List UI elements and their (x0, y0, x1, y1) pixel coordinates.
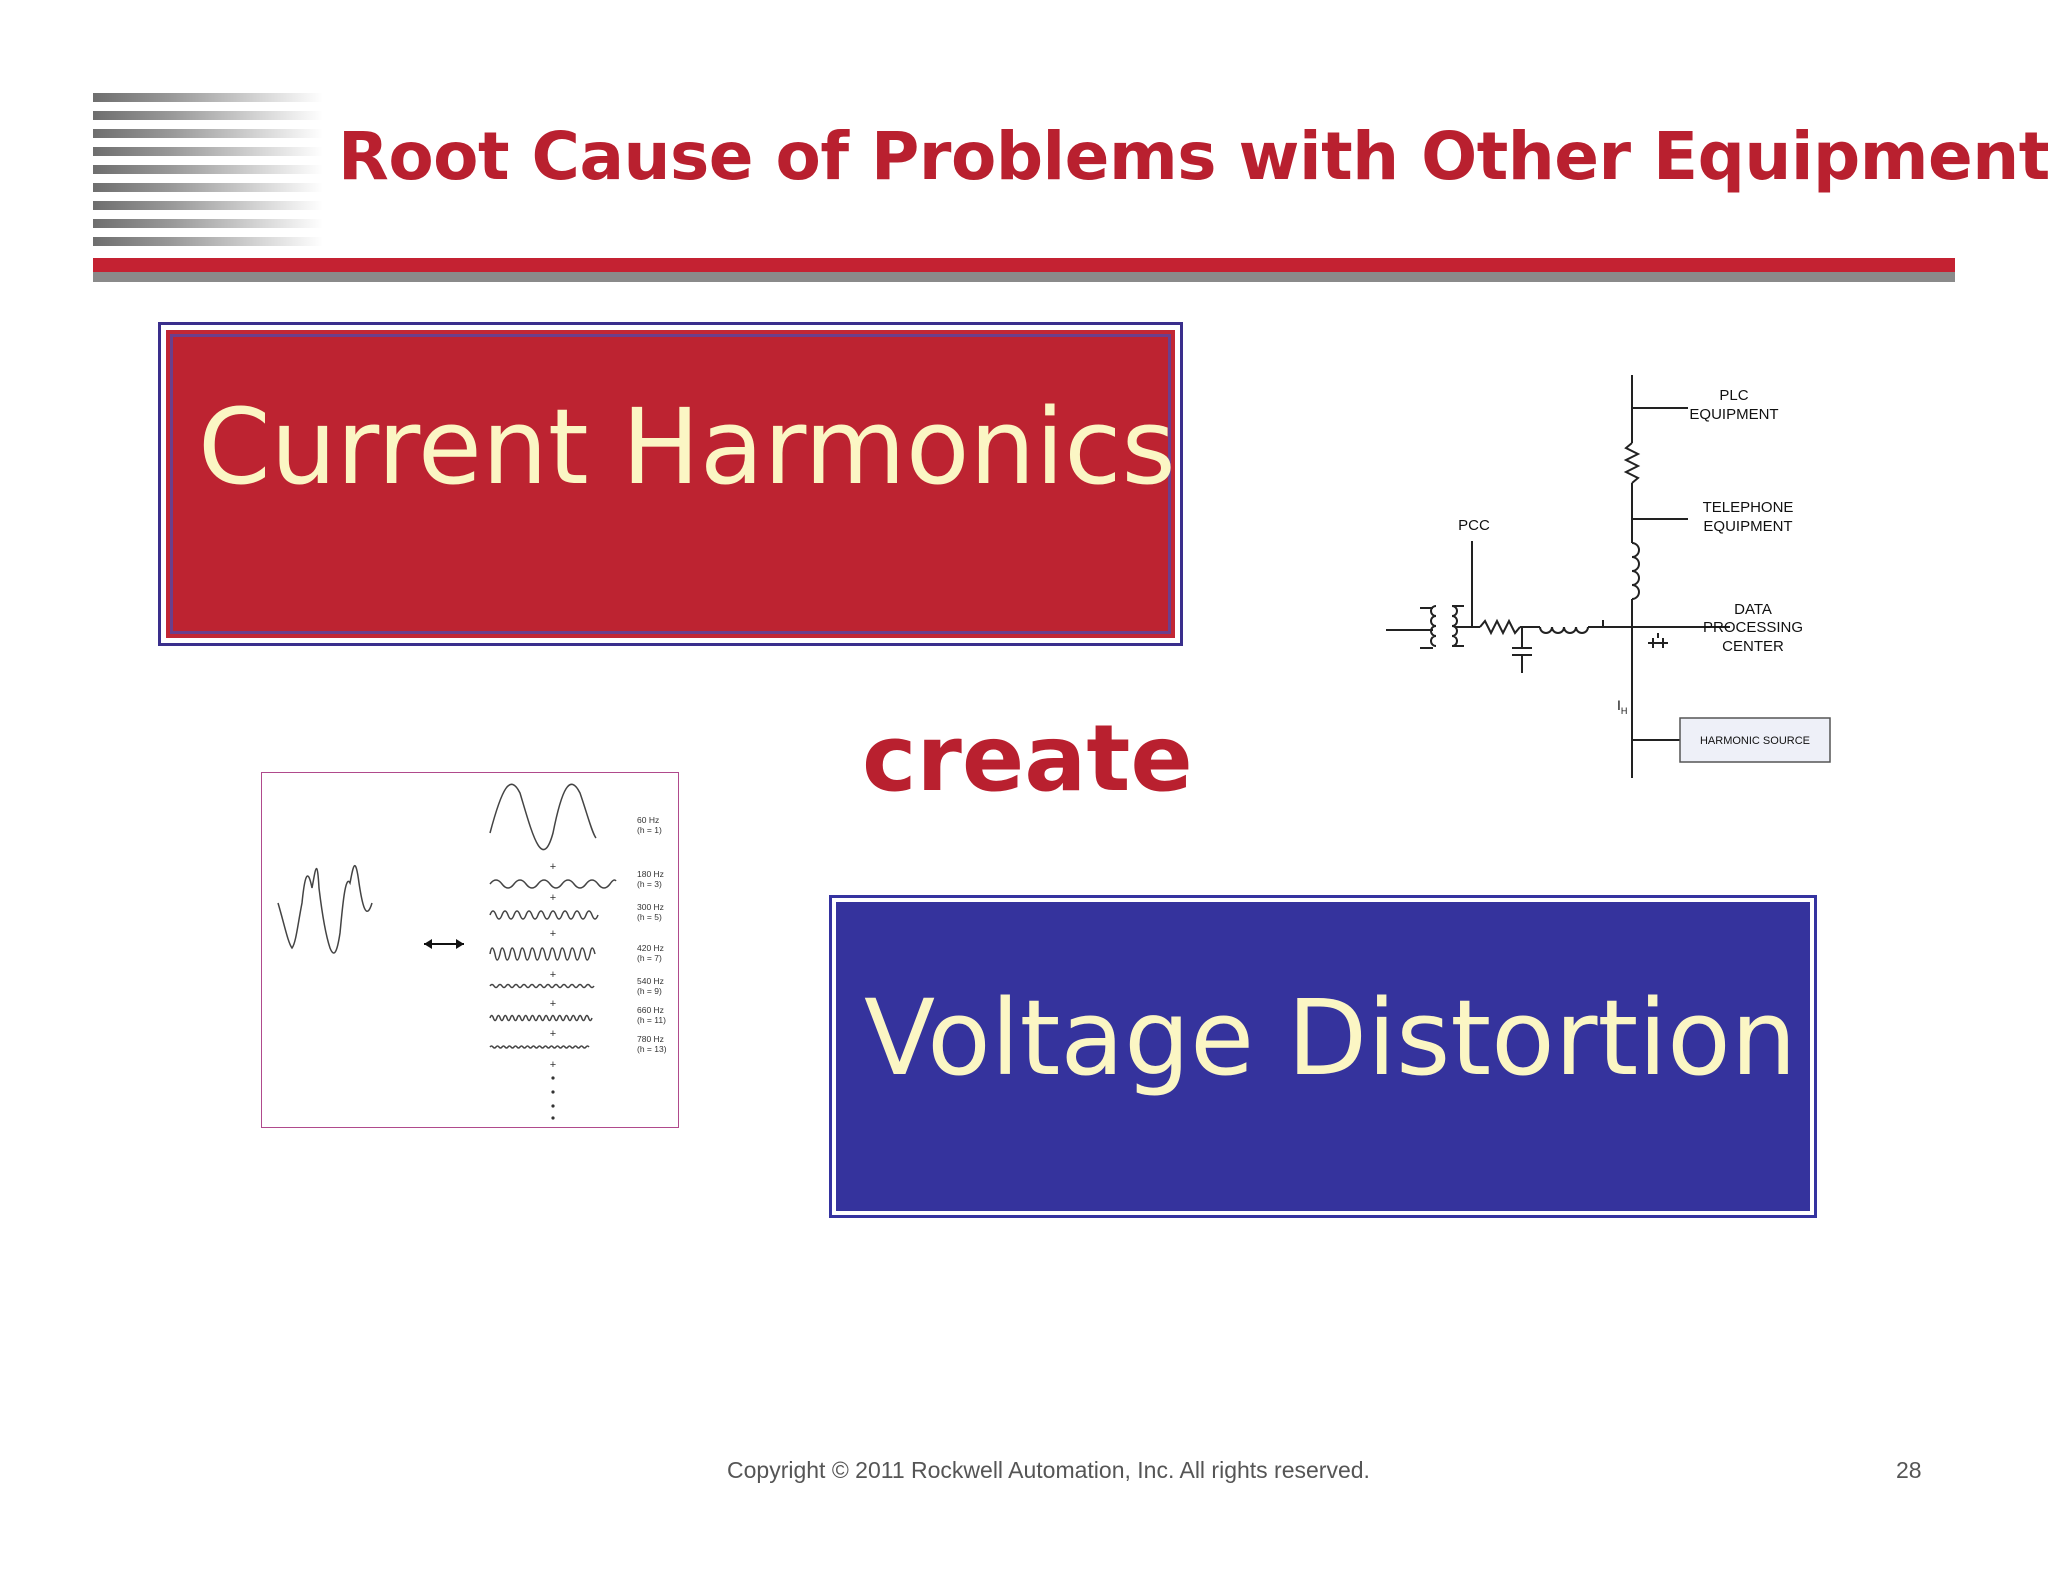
plus-sign: + (550, 928, 556, 940)
harmonic-waveforms: + + + + + + + 60 Hz (h = 1) 180 Hz (h = … (277, 783, 667, 1120)
plus-sign: + (550, 1059, 556, 1071)
harmonic-source-label: HARMONIC SOURCE (1700, 735, 1810, 747)
harmonic-freq: 420 Hz (637, 943, 664, 953)
data-center-label-3: CENTER (1722, 638, 1784, 655)
harmonic-freq: 60 Hz (637, 815, 659, 825)
plus-sign: + (550, 998, 556, 1010)
slide-title: Root Cause of Problems with Other Equipm… (338, 118, 2048, 195)
voltage-distortion-label: Voltage Distortion (864, 977, 1797, 1099)
voltage-distortion-box: Voltage Distortion (829, 895, 1817, 1218)
page-number: 28 (1896, 1457, 1922, 1483)
plc-label-2: EQUIPMENT (1689, 406, 1778, 423)
harmonic-order: (h = 13) (637, 1044, 667, 1054)
ih-label: IH (1617, 697, 1627, 716)
copyright-footer: Copyright © 2011 Rockwell Automation, In… (727, 1457, 1370, 1483)
data-center-label-2: PROCESSING (1703, 619, 1803, 636)
create-label: create (862, 705, 1193, 812)
harmonic-order: (h = 5) (637, 912, 662, 922)
plus-sign: + (550, 892, 556, 904)
harmonic-freq: 180 Hz (637, 869, 664, 879)
plus-sign: + (550, 861, 556, 873)
harmonic-freq: 660 Hz (637, 1005, 664, 1015)
harmonic-freq: 780 Hz (637, 1034, 664, 1044)
harmonic-order: (h = 3) (637, 879, 662, 889)
telephone-label-1: TELEPHONE (1703, 499, 1794, 516)
harmonic-order: (h = 11) (637, 1015, 666, 1025)
telephone-label-2: EQUIPMENT (1703, 518, 1792, 535)
distribution-one-line-diagram: PLC EQUIPMENT TELEPHONE EQUIPMENT PCC DA… (1386, 375, 1831, 778)
header-stripes (93, 93, 323, 253)
harmonic-decomposition-figure: + + + + + + + 60 Hz (h = 1) 180 Hz (h = … (261, 772, 679, 1128)
pcc-label: PCC (1458, 517, 1490, 534)
harmonic-order: (h = 9) (637, 986, 662, 996)
harmonic-order: (h = 7) (637, 953, 662, 963)
harmonic-freq: 300 Hz (637, 902, 664, 912)
plus-sign: + (550, 1028, 556, 1040)
current-harmonics-label: Current Harmonics (198, 386, 1176, 508)
title-rule-red (93, 258, 1955, 272)
harmonic-order: (h = 1) (637, 825, 662, 835)
harmonic-freq: 540 Hz (637, 976, 664, 986)
title-rule-grey (93, 272, 1955, 282)
current-harmonics-box: Current Harmonics (158, 322, 1183, 646)
plc-label-1: PLC (1719, 387, 1748, 404)
plus-sign: + (550, 969, 556, 981)
data-center-label-1: DATA (1734, 601, 1772, 618)
